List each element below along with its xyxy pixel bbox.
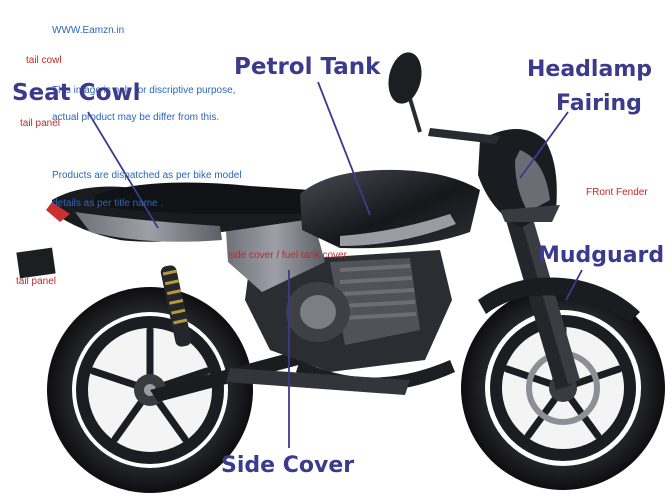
disclaimer-line-3: Products are dispatched as per bike mode…: [52, 170, 242, 181]
exhaust: [226, 368, 410, 395]
front-wheel: [461, 286, 665, 490]
watermark-text: WWW.Eamzn.in: [52, 25, 125, 36]
label-fairing: Fairing: [556, 91, 642, 116]
rear-number-plate: [16, 247, 56, 279]
seat: [95, 182, 344, 214]
rear-shock: [160, 265, 192, 347]
side-panel: [225, 208, 325, 292]
disclaimer-line-4: details as per title name .: [52, 198, 164, 209]
label-front-fender-small: FRont Fender: [586, 187, 648, 198]
pointer-lines: [87, 81, 583, 448]
label-side-cover-small: side cover / fuel tank cover: [228, 250, 347, 261]
handlebar-mirror: [388, 52, 500, 144]
label-petrol-tank: Petrol Tank: [234, 54, 381, 80]
label-tail-panel-small: tail panel: [20, 118, 61, 129]
label-headlamp: Headlamp: [527, 57, 652, 82]
label-tail-cowl-small: tail cowl: [26, 55, 62, 66]
label-side-cover: Side Cover: [221, 453, 355, 478]
label-seat-cowl: Seat Cowl: [12, 80, 141, 106]
headlamp-fairing: [478, 129, 560, 228]
disclaimer-line-1: This image is only for discriptive purpo…: [52, 85, 236, 96]
front-mudguard: [478, 277, 640, 322]
label-tail-panel-small-2: tail panel: [16, 276, 57, 287]
label-mudguard: Mudguard: [538, 243, 665, 268]
disclaimer-line-2: actual product may be differ from this.: [52, 112, 220, 123]
